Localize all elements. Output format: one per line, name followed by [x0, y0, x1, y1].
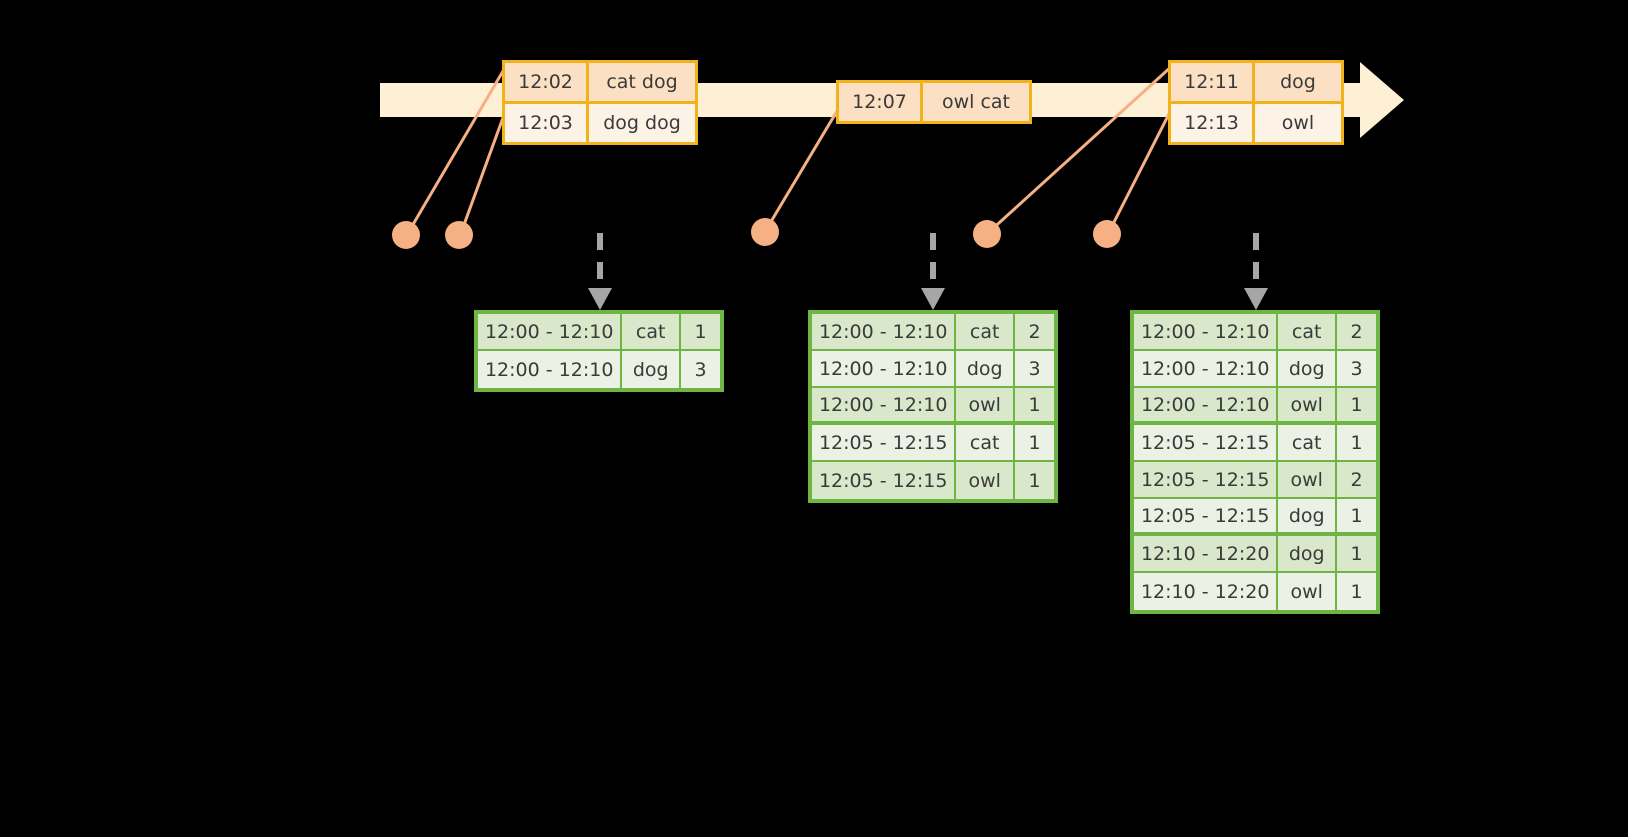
word-cell: cat [622, 314, 681, 351]
connector-line-1 [406, 65, 508, 234]
count-cell: 3 [694, 358, 707, 381]
count-cell: 1 [1350, 580, 1363, 603]
window-cell: 12:05 - 12:15 [1134, 425, 1279, 462]
event-row: 12:13 owl [1171, 101, 1341, 142]
window-cell: 12:05 - 12:15 [812, 462, 957, 499]
word-cell: owl [1278, 462, 1337, 499]
count-cell: 1 [1336, 536, 1376, 573]
window-cell: 12:10 - 12:20 [1134, 573, 1279, 610]
window-cell: 12:05 - 12:15 [1134, 462, 1279, 499]
dashed-arrow-to-table-3 [1244, 233, 1268, 310]
connector-line-3 [764, 105, 842, 231]
window-cell: 12:00 - 12:10 [1134, 314, 1279, 351]
connector-dot-5 [1093, 220, 1121, 248]
count-cell: 1 [1014, 425, 1054, 462]
event-row: 12:02 cat dog [505, 63, 695, 101]
window-cell: 12:00 - 12:10 [478, 351, 623, 388]
connector-dot-4 [973, 220, 1001, 248]
event-time: 12:03 [505, 104, 589, 142]
word-cell: dog [956, 351, 1015, 388]
event-row: 12:11 dog [1171, 63, 1341, 101]
event-row: 12:03 dog dog [505, 101, 695, 142]
event-time: 12:13 [1171, 104, 1255, 142]
connector-dot-3 [751, 218, 779, 246]
word-cell: owl [956, 388, 1015, 425]
count-cell: 2 [1336, 462, 1376, 499]
word-cell: owl [1278, 573, 1337, 610]
event-words: owl cat [941, 91, 1011, 113]
event-time: 12:07 [839, 83, 923, 121]
word-cell: dog [1278, 499, 1337, 536]
window-cell: 12:00 - 12:10 [812, 388, 957, 425]
count-cell: 2 [1336, 314, 1376, 351]
event-box-12-11[interactable]: 12:11 dog 12:13 owl [1168, 60, 1344, 145]
count-cell: 1 [1014, 388, 1054, 425]
word-cell: owl [1278, 388, 1337, 425]
dashed-arrow-to-table-1 [588, 233, 612, 310]
event-box-12-07[interactable]: 12:07 owl cat [836, 80, 1032, 124]
event-words: dog dog [603, 112, 681, 134]
window-cell: 12:05 - 12:15 [812, 425, 957, 462]
window-cell: 12:00 - 12:10 [478, 314, 623, 351]
count-cell: 1 [680, 314, 720, 351]
window-cell: 12:05 - 12:15 [1134, 499, 1279, 536]
count-cell: 3 [1336, 351, 1376, 388]
event-words: cat dog [606, 71, 678, 93]
count-cell: 1 [1336, 425, 1376, 462]
window-cell: 12:10 - 12:20 [1134, 536, 1279, 573]
word-cell: cat [956, 425, 1015, 462]
event-row: 12:07 owl cat [839, 83, 1029, 121]
word-cell: dog [622, 351, 681, 388]
connector-line-4 [987, 64, 1174, 234]
count-cell: 3 [1014, 351, 1054, 388]
count-cell: 2 [1014, 314, 1054, 351]
window-cell: 12:00 - 12:10 [812, 314, 957, 351]
event-box-12-02[interactable]: 12:02 cat dog 12:03 dog dog [502, 60, 698, 145]
event-words: owl [1281, 112, 1315, 134]
connector-line-2 [459, 103, 510, 234]
connector-dot-2 [445, 221, 473, 249]
word-cell: cat [1278, 425, 1337, 462]
count-cell: 1 [1336, 388, 1376, 425]
window-cell: 12:00 - 12:10 [812, 351, 957, 388]
count-cell: 1 [1336, 499, 1376, 536]
word-cell: dog [1278, 351, 1337, 388]
connector-dot-1 [392, 221, 420, 249]
count-cell: 1 [1028, 469, 1041, 492]
dashed-arrow-to-table-2 [921, 233, 945, 310]
window-cell: 12:00 - 12:10 [1134, 351, 1279, 388]
connector-line-5 [1107, 103, 1176, 233]
event-words: dog [1280, 71, 1316, 93]
word-cell: cat [1278, 314, 1337, 351]
event-time: 12:11 [1171, 63, 1255, 101]
word-cell: owl [956, 462, 1015, 499]
word-cell: dog [1278, 536, 1337, 573]
word-cell: cat [956, 314, 1015, 351]
event-time: 12:02 [505, 63, 589, 101]
window-cell: 12:00 - 12:10 [1134, 388, 1279, 425]
